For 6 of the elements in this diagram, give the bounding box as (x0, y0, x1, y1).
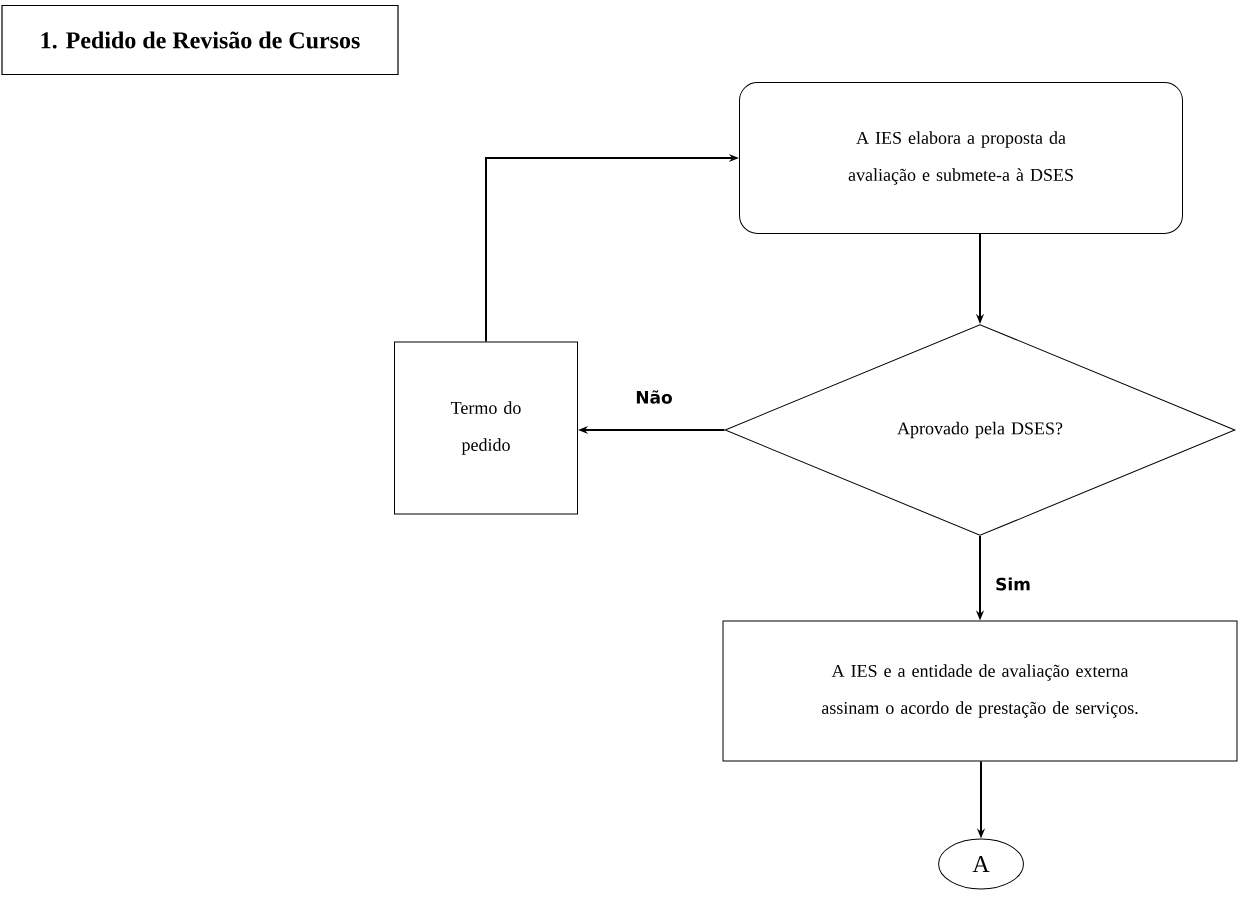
edge-label: Sim (996, 577, 1030, 591)
edge-label: Não (636, 390, 672, 404)
process-box: A IES elabora a proposta da avaliação e submete-a à DSES (739, 82, 1183, 234)
process-box: Termo do pedido (394, 341, 578, 515)
process-box: A IES e a entidade de avaliação externa assinam o acordo de prestação de serviços. (722, 620, 1238, 762)
title-box: 1. Pedido de Revisão de Cursos (1, 4, 399, 76)
